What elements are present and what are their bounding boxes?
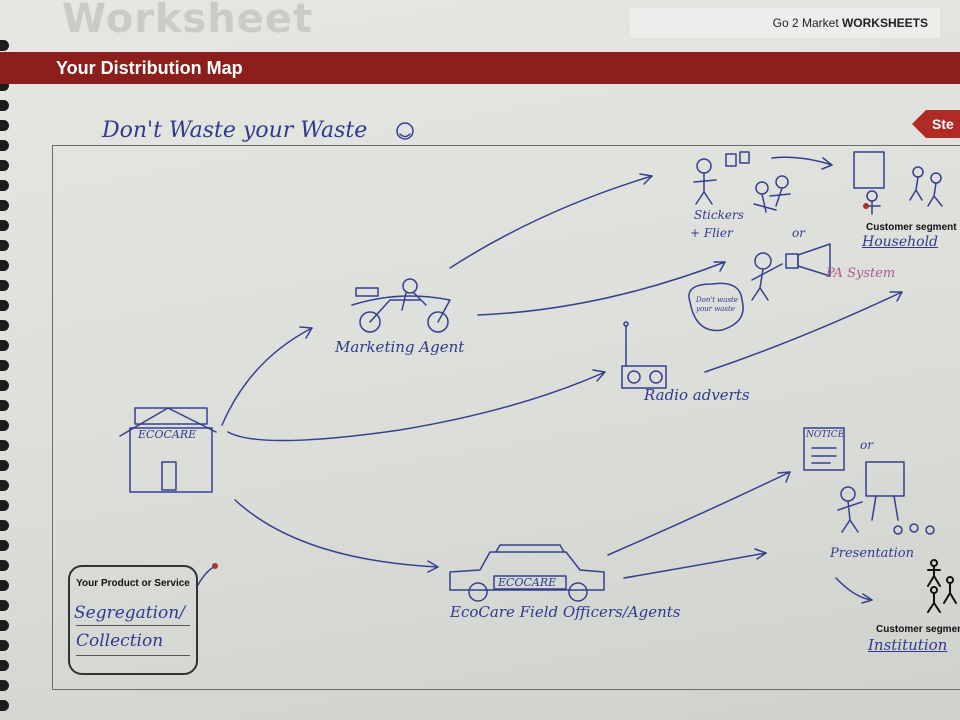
arrow-agent-to-pa [477, 261, 726, 316]
spiral-ring [0, 380, 9, 391]
pa-system-figure [688, 243, 831, 332]
arrow-hub-to-radio [227, 371, 606, 442]
hub-sign: ECOCARE [138, 428, 197, 441]
product-label: Your Product or Service [76, 578, 190, 589]
spiral-ring [0, 700, 9, 711]
spiral-ring [0, 420, 9, 431]
spiral-ring [0, 40, 9, 51]
stickers-label: Stickers [694, 208, 744, 222]
brand-strong: WORKSHEETS [841, 16, 928, 30]
product-value-line2: Collection [76, 631, 164, 651]
arrow-stickers-to-household [771, 156, 833, 166]
product-value-line1: Segregation/ [74, 603, 185, 623]
spiral-ring [0, 500, 9, 511]
title-banner: Your Distribution Map [0, 52, 960, 84]
or-bottom-label: or [860, 438, 873, 452]
spiral-ring [0, 220, 9, 231]
notice-label: NOTICE [806, 430, 845, 440]
spiral-ring [0, 120, 9, 131]
spiral-ring [0, 440, 9, 451]
stickers-figures [693, 151, 791, 213]
brand-prefix: Go 2 Market [772, 16, 842, 30]
motorbike-agent [351, 278, 451, 333]
spiral-ring [0, 600, 9, 611]
speech-bubble [688, 282, 744, 332]
arrow-car-to-notice [607, 471, 791, 556]
pa-system-label: PA System [826, 266, 896, 281]
eco-car-sign: ECOCARE [498, 576, 557, 589]
worksheet-watermark: Worksheet [62, 0, 314, 42]
spiral-ring [0, 140, 9, 151]
spiral-ring [0, 240, 9, 251]
spiral-ring [0, 680, 9, 691]
spiral-ring [0, 520, 9, 531]
institution-segment-value: Institution [868, 636, 948, 654]
presentation-sketch [837, 461, 935, 535]
spiral-ring [0, 360, 9, 371]
spiral-ring [0, 300, 9, 311]
notice-board [803, 427, 845, 471]
map-title: Don't Waste your Waste [102, 118, 368, 143]
spiral-ring [0, 560, 9, 571]
flyers-label: + Flier [690, 226, 733, 240]
presentation-label: Presentation [830, 546, 914, 561]
product-box: Your Product or Service Segregation/ Col… [68, 565, 198, 675]
arrow-presentation-to-institution [835, 577, 873, 601]
brand-label: Go 2 Market WORKSHEETS [630, 8, 940, 38]
household-segment-value: Household [862, 234, 939, 250]
spiral-ring [0, 460, 9, 471]
page-title: Your Distribution Map [56, 58, 243, 78]
spiral-ring [0, 320, 9, 331]
hub-house [119, 407, 217, 493]
radio-label: Radio adverts [644, 386, 750, 404]
household-figures [853, 151, 943, 215]
spiral-ring [0, 160, 9, 171]
arrow-hub-to-car [234, 499, 439, 568]
spiral-ring [0, 200, 9, 211]
spiral-binding [0, 40, 10, 720]
arrow-car-to-presentation [623, 552, 767, 579]
ecocare-car [449, 544, 605, 602]
spiral-ring [0, 260, 9, 271]
spiral-ring [0, 580, 9, 591]
spiral-ring [0, 400, 9, 411]
spiral-ring [0, 80, 9, 91]
map-frame [52, 145, 960, 690]
spiral-ring [0, 280, 9, 291]
spiral-ring [0, 620, 9, 631]
arrow-hub-to-agent [221, 327, 313, 426]
product-rule-1 [76, 625, 190, 626]
field-officers-label: EcoCare Field Officers/Agents [450, 603, 681, 621]
step-tab-label: Ste [932, 116, 954, 132]
or-top-label: or [792, 226, 805, 240]
spiral-ring [0, 640, 9, 651]
household-segment-label: Customer segment [866, 222, 957, 233]
spiral-ring [0, 100, 9, 111]
spiral-ring [0, 340, 9, 351]
speech-bubble-text: Don't waste your waste [696, 296, 739, 313]
spiral-ring [0, 540, 9, 551]
arrow-product-pointer [197, 565, 216, 586]
institution-figures [927, 559, 957, 613]
spiral-ring [0, 180, 9, 191]
arrow-radio-to-household [704, 291, 903, 373]
institution-segment-label: Customer segment [876, 624, 960, 635]
marketing-agent-label: Marketing Agent [335, 338, 465, 356]
radio-sketch [621, 321, 667, 389]
arrow-agent-to-stickers [449, 175, 653, 269]
spiral-ring [0, 660, 9, 671]
smiley-icon [396, 122, 414, 140]
product-rule-2 [76, 655, 190, 656]
spiral-ring [0, 480, 9, 491]
